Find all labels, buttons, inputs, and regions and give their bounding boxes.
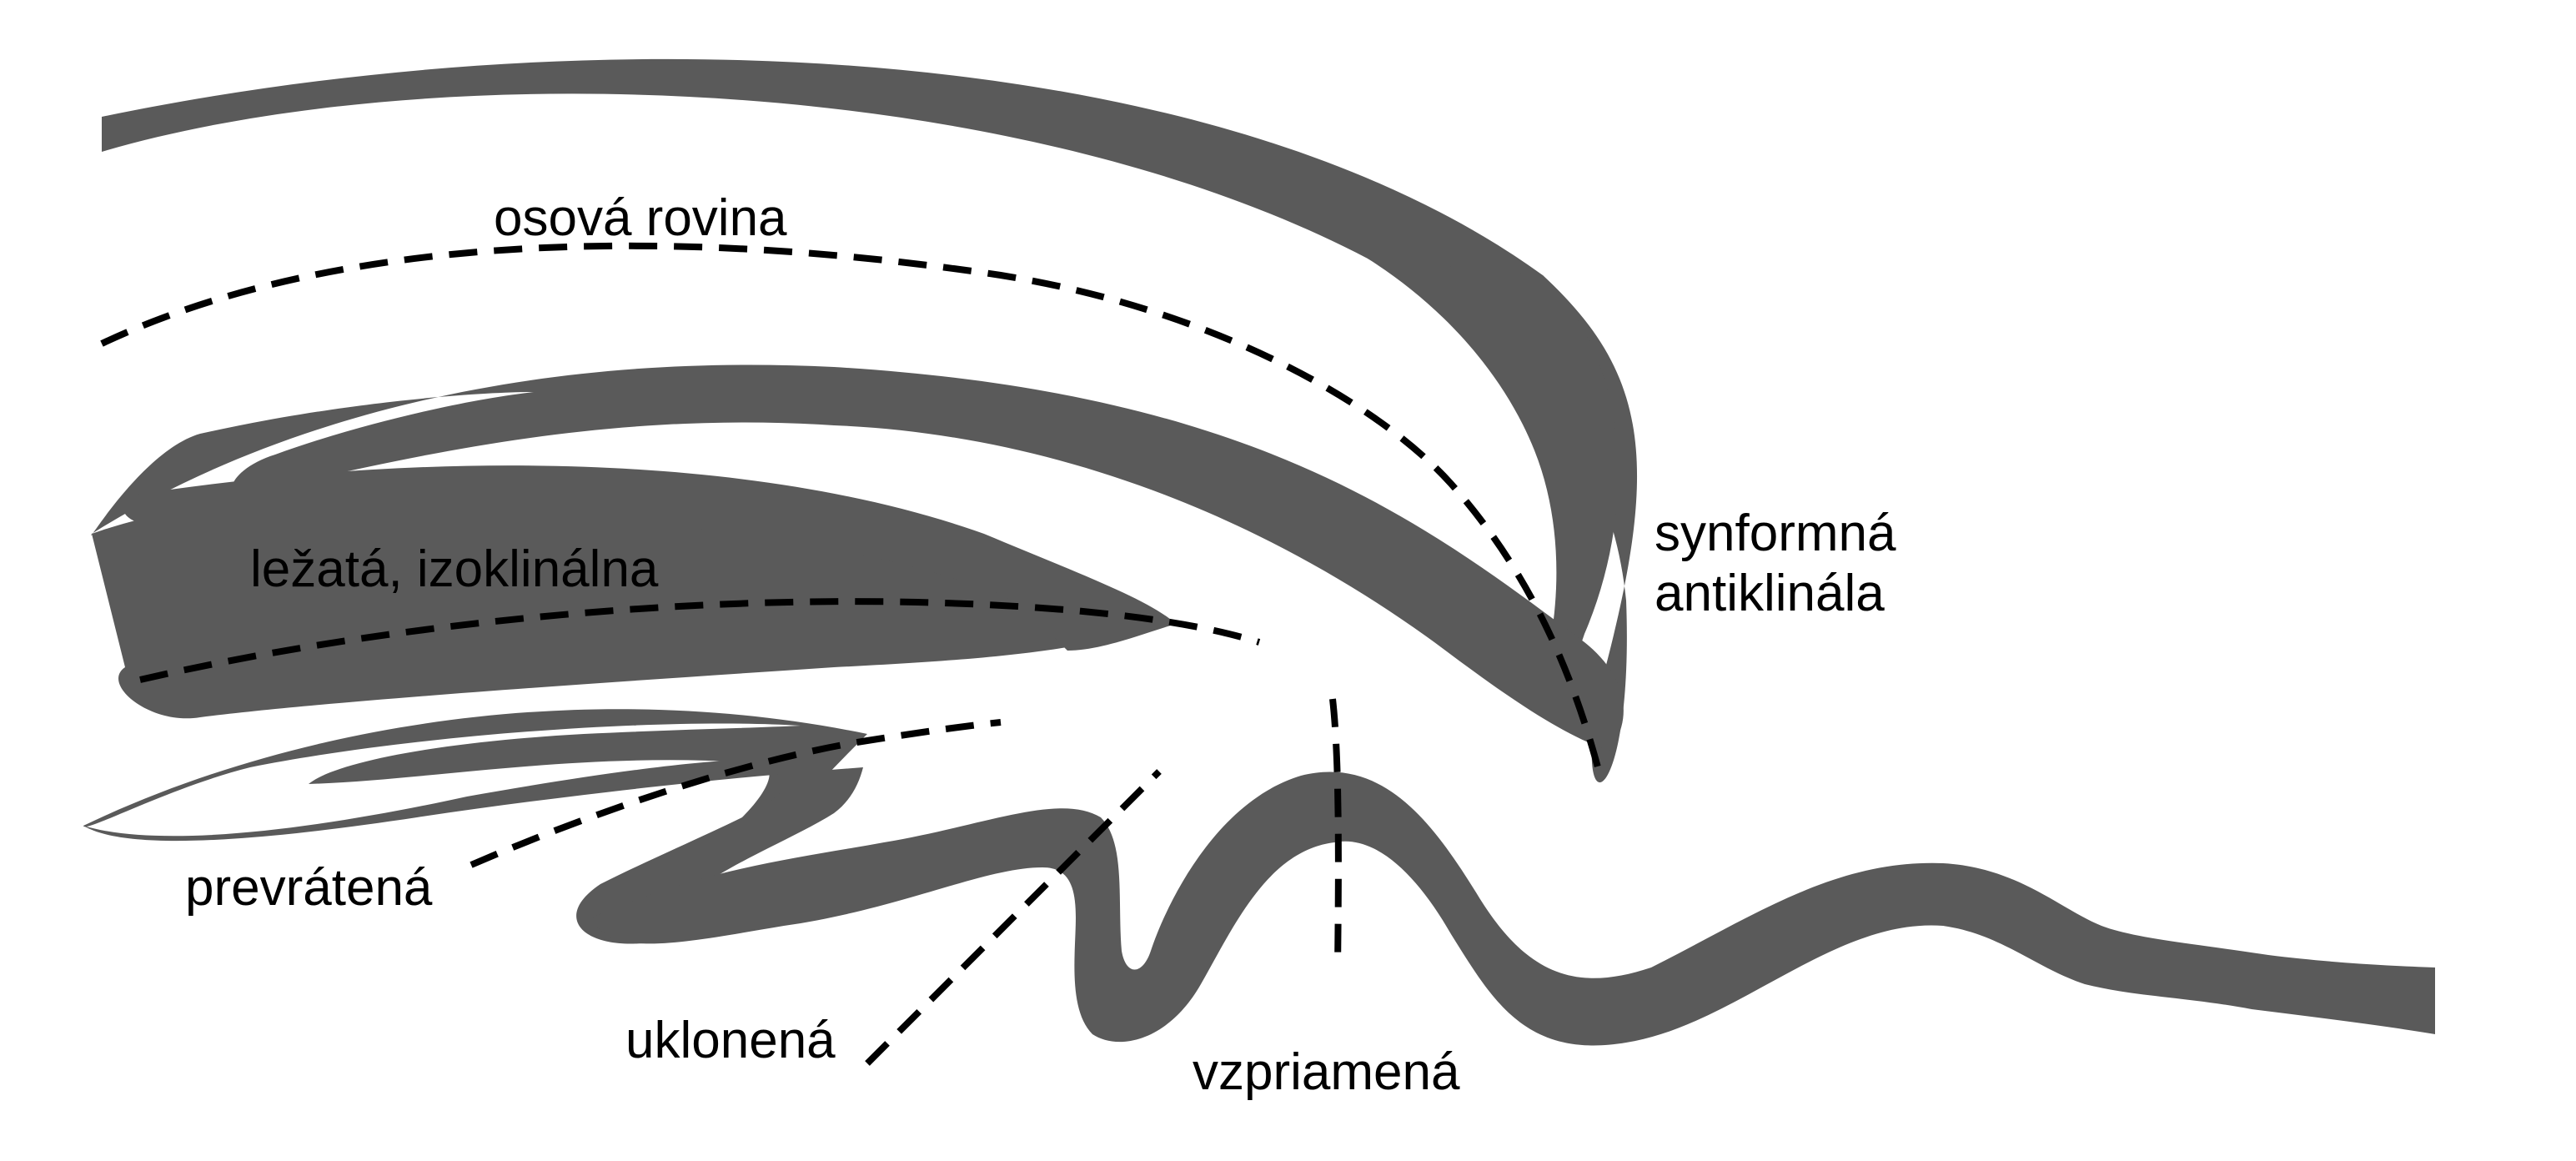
axial-plane-synformal-anticline <box>100 242 1604 782</box>
inclined-and-upright-fold-layer <box>592 771 2435 1046</box>
axial-plane-recumbent-isoclinal <box>139 598 1261 683</box>
axial-plane-overturned <box>470 719 1002 868</box>
label-upright: vzpriamená <box>1193 1043 1460 1101</box>
label-synformal-anticline-line1: synformná <box>1655 505 1896 562</box>
label-synformal-anticline-line2: antiklinála <box>1655 565 1885 622</box>
label-recumbent-isoclinal: ležatá, izoklinálna <box>250 540 659 598</box>
label-overturned: prevrátená <box>185 859 433 917</box>
label-inclined: uklonená <box>625 1012 836 1069</box>
label-axial-plane: osová rovina <box>494 189 787 247</box>
recumbent-isoclinal-hinge <box>123 465 1177 651</box>
axial-plane-upright <box>1329 698 1342 968</box>
axial-plane-inclined <box>865 769 1162 1066</box>
overturned-fold-layer <box>83 709 867 831</box>
recumbent-isoclinal-layer <box>91 364 1624 751</box>
synformal-anticline-hinge <box>1368 259 1619 702</box>
